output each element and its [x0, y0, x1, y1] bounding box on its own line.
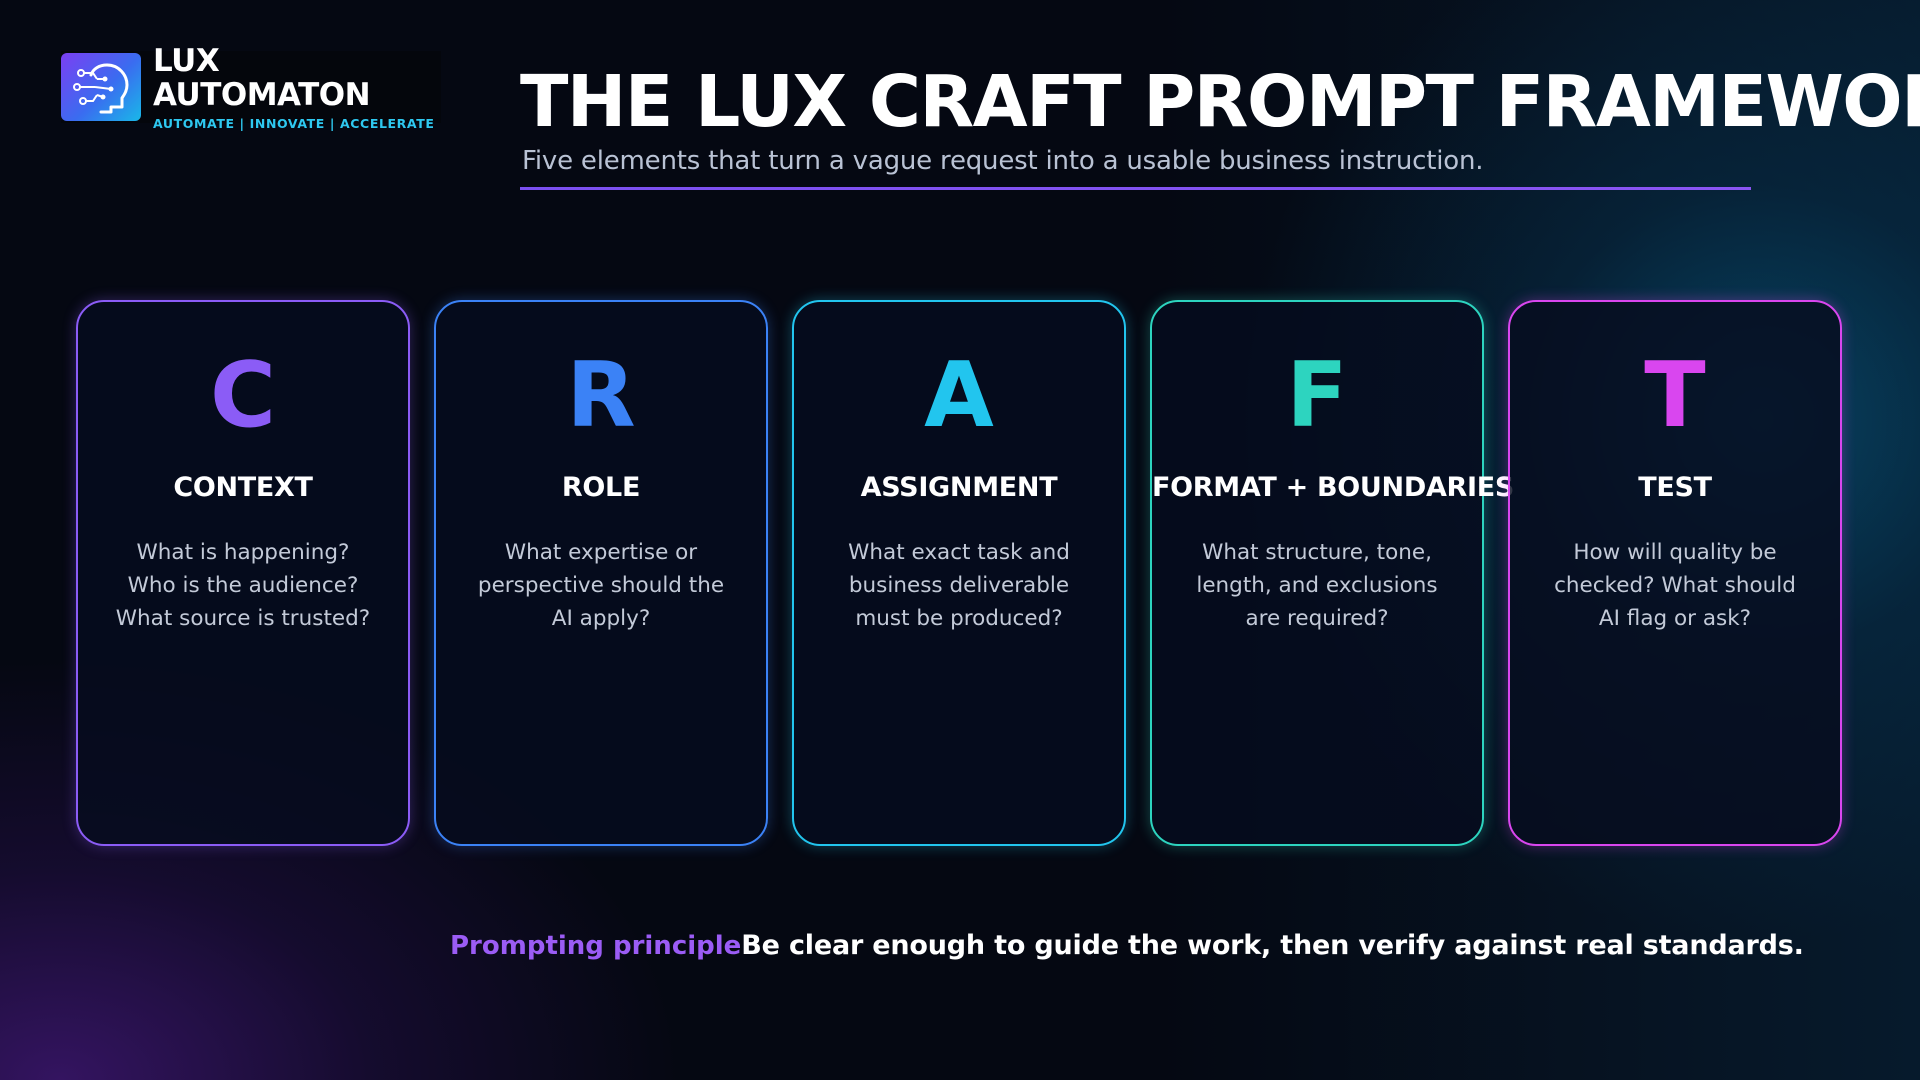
card-letter: C — [209, 343, 277, 448]
card-description-line: What source is trusted? — [115, 606, 371, 631]
card-letter: A — [924, 343, 994, 448]
title-divider — [520, 187, 1751, 190]
logo-text: LUX AUTOMATON AUTOMATE | INNOVATE | ACCE… — [153, 44, 441, 131]
card-test: T TEST How will quality be checked? What… — [1508, 300, 1842, 846]
card-description-line: What structure, tone, — [1202, 540, 1432, 565]
card-description-line: business deliverable — [848, 573, 1070, 598]
card-description: What exact task and business deliverable… — [814, 536, 1104, 635]
logo-tagline: AUTOMATE | INNOVATE | ACCELERATE — [153, 115, 435, 131]
card-description-line: must be produced? — [855, 606, 1063, 631]
card-description: What is happening? Who is the audience? … — [98, 536, 388, 635]
card-letter: R — [566, 343, 636, 448]
card-title: CONTEXT — [173, 472, 313, 503]
card-context: C CONTEXT What is happening? Who is the … — [76, 300, 410, 846]
brain-circuit-icon — [61, 53, 141, 121]
card-title: FORMAT + BOUNDARIES — [1152, 472, 1515, 503]
card-title: ROLE — [561, 472, 641, 503]
card-format-boundaries: F FORMAT + BOUNDARIES What structure, to… — [1150, 300, 1515, 846]
principle-label: Prompting principle — [450, 931, 742, 961]
card-description-line: checked? What should — [1554, 573, 1796, 598]
page-subtitle: Five elements that turn a vague request … — [522, 146, 1484, 176]
card-description-line: perspective should the — [477, 573, 725, 598]
card-description: What structure, tone, length, and exclus… — [1172, 536, 1462, 635]
card-letter: T — [1644, 343, 1706, 448]
page-title: THE LUX CRAFT PROMPT FRAMEWORK — [520, 60, 1920, 143]
card-description-line: Who is the audience? — [127, 573, 359, 598]
card-description: How will quality be checked? What should… — [1530, 536, 1820, 635]
card-assignment: A ASSIGNMENT What exact task and busines… — [792, 300, 1126, 846]
card-title: ASSIGNMENT — [860, 472, 1058, 503]
logo-name: LUX AUTOMATON — [153, 42, 371, 113]
framework-cards: C CONTEXT What is happening? Who is the … — [76, 300, 1846, 850]
card-description-line: AI flag or ask? — [1598, 606, 1752, 631]
logo: LUX AUTOMATON AUTOMATE | INNOVATE | ACCE… — [61, 44, 441, 131]
card-description-line: What expertise or — [504, 540, 698, 565]
card-description-line: AI apply? — [551, 606, 651, 631]
card-letter: F — [1286, 343, 1348, 448]
card-description: What expertise or perspective should the… — [456, 536, 746, 635]
card-role: R ROLE What expertise or perspective sho… — [434, 300, 768, 846]
prompting-principle: Prompting principleBe clear enough to gu… — [450, 930, 1804, 961]
card-description-line: length, and exclusions — [1196, 573, 1438, 598]
card-description-line: How will quality be — [1573, 540, 1777, 565]
card-title: TEST — [1638, 472, 1712, 503]
card-description-line: What exact task and — [848, 540, 1070, 565]
principle-text: Be clear enough to guide the work, then … — [741, 930, 1804, 961]
card-description-line: are required? — [1245, 606, 1389, 631]
card-description-line: What is happening? — [136, 540, 350, 565]
